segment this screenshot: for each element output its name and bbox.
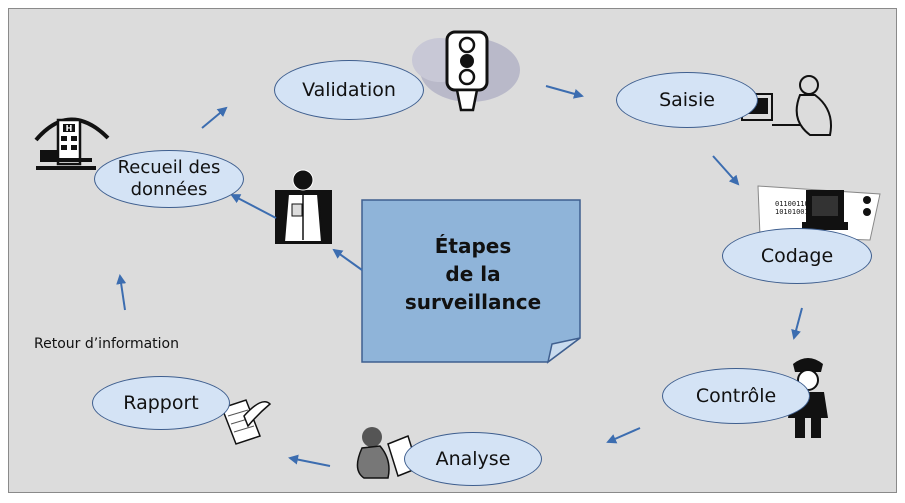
center-note: Étapes de la surveillance (366, 232, 580, 316)
step-saisie-label: Saisie (659, 89, 715, 111)
step-analyse: Analyse (404, 432, 542, 486)
step-rapport-label: Rapport (123, 392, 199, 414)
svg-text:10101001: 10101001 (775, 208, 809, 216)
step-recueil-label-line2: données (130, 179, 208, 200)
hospital-icon: H (34, 117, 110, 170)
step-codage: Codage (722, 228, 872, 284)
step-controle: Contrôle (662, 368, 810, 424)
arrow-saisie-to-codage (712, 155, 740, 186)
traffic-light-icon (412, 30, 520, 112)
center-note-line-3: surveillance (404, 290, 542, 314)
step-codage-label: Codage (760, 245, 834, 267)
center-note-line-1: Étapes (434, 234, 512, 258)
arrow-recueil-to-validation (201, 106, 228, 129)
step-recueil-des-donnees: Recueil des données (94, 150, 244, 208)
step-controle-label: Contrôle (695, 385, 777, 407)
analyst-woman-icon (356, 427, 419, 479)
arrow-rapport-to-recueil (116, 274, 127, 311)
feedback-label: Retour d’information (34, 336, 179, 352)
doctor-icon (275, 169, 332, 244)
step-validation-label: Validation (302, 79, 396, 101)
svg-text:H: H (66, 124, 73, 133)
step-analyse-label: Analyse (435, 448, 511, 470)
step-recueil-label-line1: Recueil des (117, 157, 221, 178)
quill-document-icon (221, 399, 272, 445)
step-rapport: Rapport (92, 376, 230, 430)
step-saisie: Saisie (616, 72, 758, 128)
arrow-doctor-to-recueil (230, 194, 277, 219)
arrow-analyse-to-rapport (288, 454, 331, 467)
arrow-codage-to-controle (791, 307, 803, 340)
svg-text:01100110: 01100110 (775, 200, 809, 208)
arrow-validation-to-saisie (545, 85, 584, 99)
step-validation: Validation (274, 60, 424, 120)
center-note-shape (361, 199, 581, 364)
arrow-note-to-doctor (332, 248, 363, 271)
coding-computer-icon: 01100110 10101001 (757, 185, 881, 241)
arrow-controle-to-analyse (606, 427, 641, 444)
center-note-line-2: de la (445, 262, 501, 286)
